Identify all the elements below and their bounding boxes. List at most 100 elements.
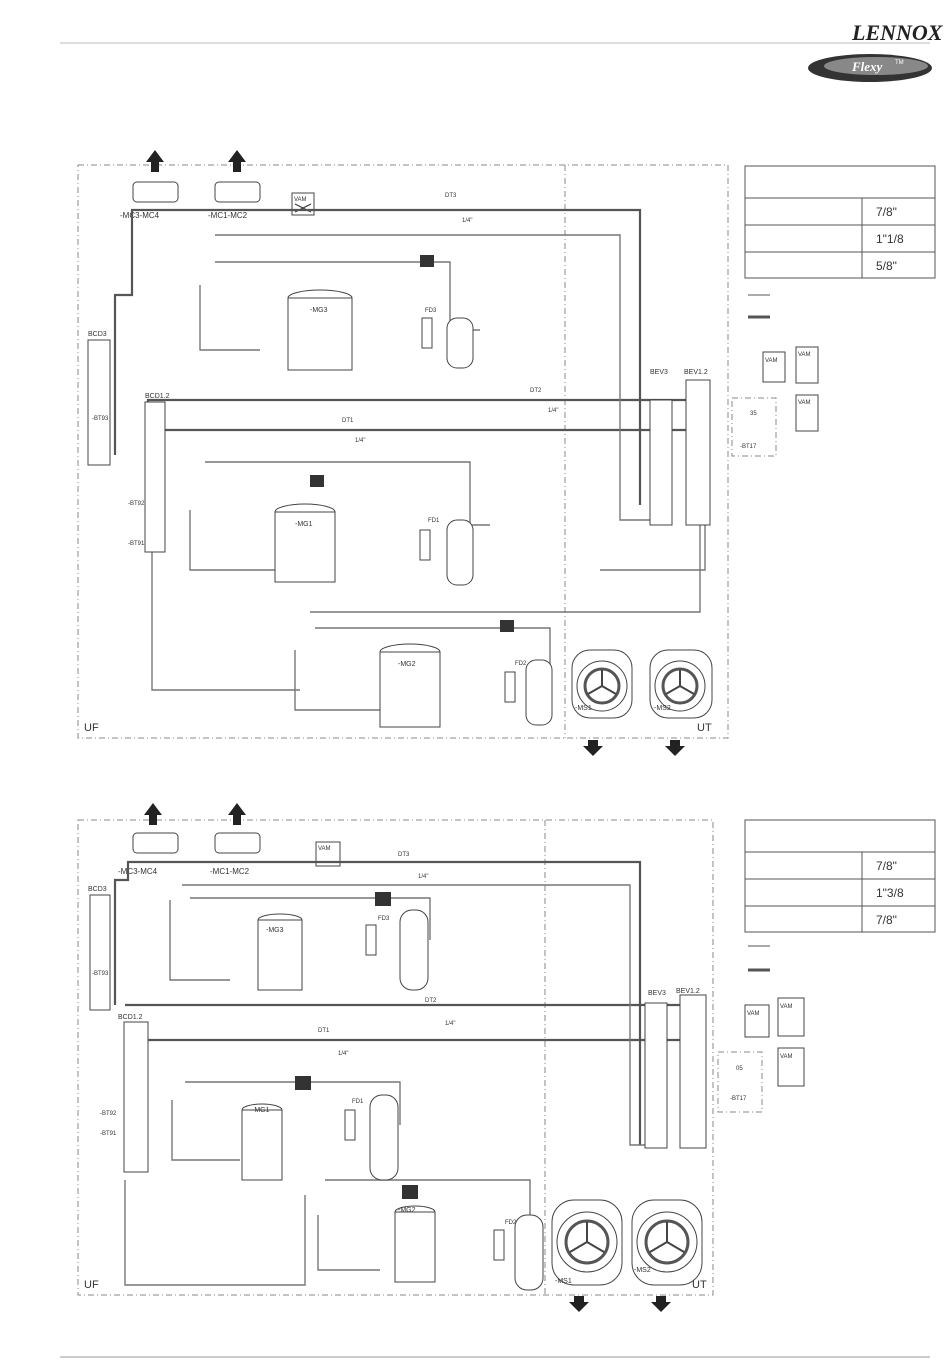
valve-legend: VAM VAM VAM xyxy=(762,346,819,432)
label-vam-top: VAM xyxy=(318,846,331,852)
label-mc12: -MC1-MC2 xyxy=(210,867,250,876)
label-bt92: -BT92 xyxy=(100,1111,117,1117)
pipe-mg2 xyxy=(124,1180,306,1286)
flexy-badge: Flexy TM xyxy=(808,54,932,82)
compressor-mg2: -MG2 xyxy=(379,643,441,728)
diagram-1: -MC3-MC4 -MC1-MC2 VAM BCD3 -BT93 BCD1.2 … xyxy=(77,150,936,756)
pipe-size-3: 5/8" xyxy=(876,259,897,273)
label-bcd12: BCD1.2 xyxy=(145,393,170,400)
label-bt92: -BT92 xyxy=(128,501,145,507)
filter-drier-1 xyxy=(295,1076,311,1090)
label-dt3: DT3 xyxy=(445,193,457,199)
pipe-circuit-3 xyxy=(113,208,642,505)
label-bev12: BEV1.2 xyxy=(684,369,708,376)
pipe-mg3 xyxy=(169,897,431,981)
pipe-size-table: 7/8" 1"1/8 5/8" xyxy=(744,165,936,279)
pipe-size-2: 1"1/8 xyxy=(876,232,904,246)
label-mg2: -MG2 xyxy=(398,1207,416,1214)
label-mg1: -MG1 xyxy=(252,1107,270,1114)
legend-vam-1: VAM xyxy=(765,358,778,364)
bcd3-exchanger xyxy=(87,339,111,466)
unit-frame xyxy=(77,164,729,739)
label-uf: UF xyxy=(84,1279,99,1291)
label-ms1: -MS1 xyxy=(555,1278,572,1285)
label-fd1: FD1 xyxy=(428,518,440,524)
legend-vam-2: VAM xyxy=(798,352,811,358)
label-bcd12: BCD1.2 xyxy=(118,1014,143,1021)
legend-vam-3: VAM xyxy=(780,1054,793,1060)
bev3-exchanger xyxy=(649,399,673,526)
label-mc34: -MC3-MC4 xyxy=(118,867,158,876)
condenser-fan-box-12 xyxy=(214,181,261,203)
label-quarter-b: 1/4" xyxy=(548,408,558,414)
coil-1 xyxy=(369,1094,399,1181)
label-bev3: BEV3 xyxy=(648,990,666,997)
discharge-arrows xyxy=(144,803,246,825)
pipe-size-2: 1"3/8 xyxy=(876,886,904,900)
pipe-size-1: 7/8" xyxy=(876,859,897,873)
label-quarter-b: 1/4" xyxy=(445,1021,455,1027)
badge-tm: TM xyxy=(895,60,904,66)
filter-drier-3 xyxy=(420,255,434,267)
label-vam-top: VAM xyxy=(294,197,307,203)
label-dt1: DT1 xyxy=(318,1028,330,1034)
label-quarter-a: 1/4" xyxy=(462,218,472,224)
label-quarter-c: 1/4" xyxy=(338,1051,348,1057)
legend-vam-3: VAM xyxy=(798,400,811,406)
bev12-exchanger xyxy=(679,994,707,1149)
coil-2 xyxy=(525,659,553,726)
label-ut: UT xyxy=(697,722,712,734)
pipe-suction-3 xyxy=(215,234,655,521)
fan-ms1: -MS1 xyxy=(551,1199,623,1312)
label-fd2: FD2 xyxy=(515,661,527,667)
condenser-fan-box-34 xyxy=(132,181,179,203)
badge-text: Flexy xyxy=(851,59,883,74)
bev3-exchanger xyxy=(644,1002,668,1149)
diagram-2: -MC3-MC4 -MC1-MC2 VAM BCD3 -BT93 BCD1.2 … xyxy=(77,803,936,1312)
fan-ms1: -MS1 xyxy=(571,649,633,756)
fan-ms2: -MS2 xyxy=(631,1199,703,1312)
compressor-mg1: -MG1 xyxy=(241,1103,283,1181)
pipe-suction-3 xyxy=(182,884,655,1146)
sensor-box xyxy=(731,397,777,457)
condenser-fan-box-12 xyxy=(214,832,261,854)
coil-2 xyxy=(514,1214,544,1291)
sensor-label: -BT17 xyxy=(740,444,757,450)
fd1-component xyxy=(419,529,431,561)
label-bt91: -BT91 xyxy=(128,541,145,547)
label-fd3: FD3 xyxy=(425,308,437,314)
legend-vam-1: VAM xyxy=(747,1011,760,1017)
filter-drier-3 xyxy=(375,892,391,906)
label-bcd3: BCD3 xyxy=(88,331,107,338)
compressor-mg3: -MG3 xyxy=(287,289,353,371)
brand-logo: LENNOX xyxy=(851,20,944,45)
fd2-component xyxy=(504,671,516,703)
sensor-value: 05 xyxy=(736,1066,743,1072)
label-mg2: -MG2 xyxy=(398,661,416,668)
label-mg1: -MG1 xyxy=(295,521,313,528)
unit-frame xyxy=(77,819,714,1296)
label-ut: UT xyxy=(692,1279,707,1291)
filter-drier-1 xyxy=(310,475,324,487)
label-bt91: -BT91 xyxy=(100,1131,117,1137)
header: LENNOX Flexy TM xyxy=(60,20,944,82)
fd3-component xyxy=(421,317,433,349)
label-quarter-c: 1/4" xyxy=(355,438,365,444)
sensor-label: -BT17 xyxy=(730,1096,747,1102)
label-bt93: -BT93 xyxy=(92,416,109,422)
bcd3-exchanger xyxy=(89,894,111,1011)
label-bt93: -BT93 xyxy=(92,971,109,977)
pipe-mg1 xyxy=(171,1081,401,1161)
pipe-size-1: 7/8" xyxy=(876,205,897,219)
label-ms2: -MS2 xyxy=(654,705,671,712)
fan-ms2: -MS2 xyxy=(649,649,713,756)
discharge-arrows xyxy=(146,150,246,172)
valve-legend: VAM VAM VAM xyxy=(744,997,805,1087)
filter-drier-2 xyxy=(402,1185,418,1199)
pipe-return xyxy=(600,525,706,571)
pipe-size-3: 7/8" xyxy=(876,913,897,927)
pipe-mg2 xyxy=(151,525,701,691)
condenser-fan-box-34 xyxy=(132,832,179,854)
label-mg3: -MG3 xyxy=(266,927,284,934)
